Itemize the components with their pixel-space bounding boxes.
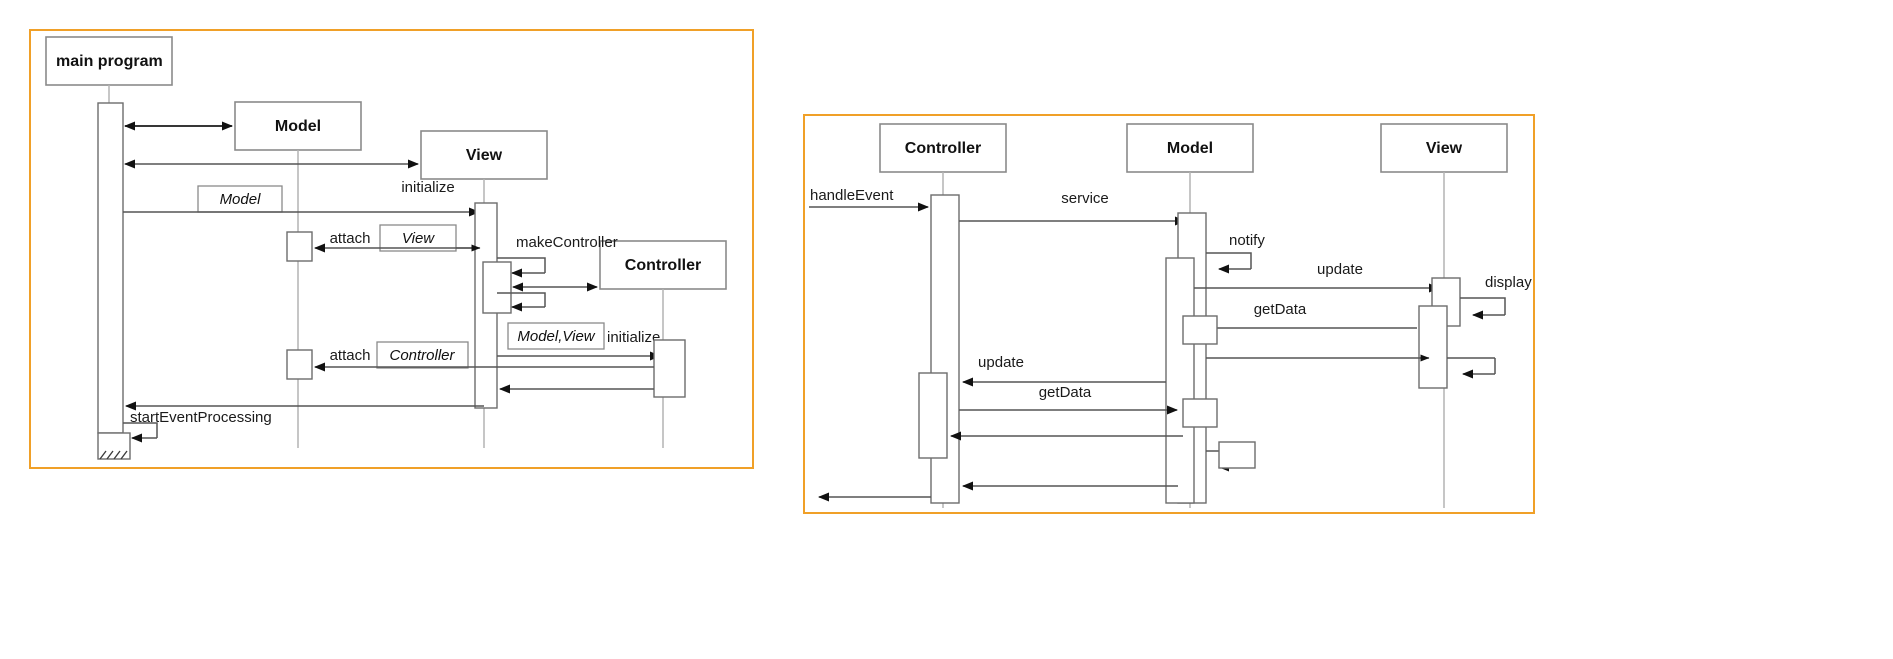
lifeline-head-view	[420, 130, 548, 180]
message-label-notify: notify	[1229, 232, 1265, 249]
param-label-model: Model	[220, 191, 262, 208]
param-label-view: View	[402, 230, 435, 247]
message-label-attach-controller: attach	[330, 347, 371, 364]
message-label-getData-controller: getData	[1039, 384, 1092, 401]
message-label-initialize-controller: initialize	[607, 329, 660, 346]
param-label-controller: Controller	[389, 347, 455, 364]
lifeline-label-view: View	[466, 147, 503, 164]
lifeline-label-model: Model	[275, 118, 321, 135]
event-handling-sequence-diagram: Controller Model View handleEvent servic…	[803, 114, 1535, 514]
termination-hatch-icon	[99, 450, 128, 460]
message-label-getData-model: getData	[1254, 301, 1307, 318]
activation-model-getData	[1182, 315, 1218, 345]
activation-model-getData-2	[1182, 398, 1218, 428]
activation-main-program	[97, 102, 124, 434]
message-main-self-loop	[123, 422, 158, 438]
activation-controller-nested	[918, 372, 948, 459]
message-label-display: display	[1485, 274, 1532, 291]
param-box-view	[379, 224, 457, 252]
message-label-startEventProcessing: startEventProcessing	[130, 409, 272, 426]
param-box-model-view	[507, 322, 605, 350]
message-notify-self	[1206, 252, 1252, 269]
diagram-frame	[29, 29, 754, 469]
message-label-handleEvent: handleEvent	[810, 187, 894, 204]
message-makeController-self	[497, 257, 546, 273]
message-label-initialize-view: initialize	[401, 179, 454, 196]
activation-model-attach-view	[286, 231, 313, 262]
lifeline-label-model: Model	[1167, 140, 1213, 157]
lifeline-label-main-program: main program	[56, 53, 163, 70]
param-label-model-view: Model,View	[517, 328, 595, 345]
message-self-return-view	[497, 292, 546, 307]
message-display-self	[1460, 297, 1506, 315]
lifeline-label-view: View	[1426, 140, 1463, 157]
activation-model-self-stub	[1218, 441, 1256, 469]
message-label-update-controller: update	[978, 354, 1024, 371]
lifeline-head-model	[1126, 123, 1254, 173]
activation-model-nested	[1165, 257, 1195, 504]
param-box-controller	[376, 341, 469, 369]
message-label-makeController: makeController	[516, 234, 618, 251]
message-label-update-view: update	[1317, 261, 1363, 278]
diagram-frame	[803, 114, 1535, 514]
initialization-sequence-diagram: main program Model View Controller Model…	[29, 29, 754, 469]
message-label-attach-view: attach	[330, 230, 371, 247]
activation-view-nested	[482, 261, 512, 314]
lifeline-head-model	[234, 101, 362, 151]
lifeline-label-controller: Controller	[625, 257, 701, 274]
activation-controller	[653, 339, 686, 398]
message-label-service: service	[1061, 190, 1109, 207]
activation-view-nested	[1418, 305, 1448, 389]
activation-model-attach-controller	[286, 349, 313, 380]
lifeline-label-controller: Controller	[905, 140, 981, 157]
lifeline-head-view	[1380, 123, 1508, 173]
